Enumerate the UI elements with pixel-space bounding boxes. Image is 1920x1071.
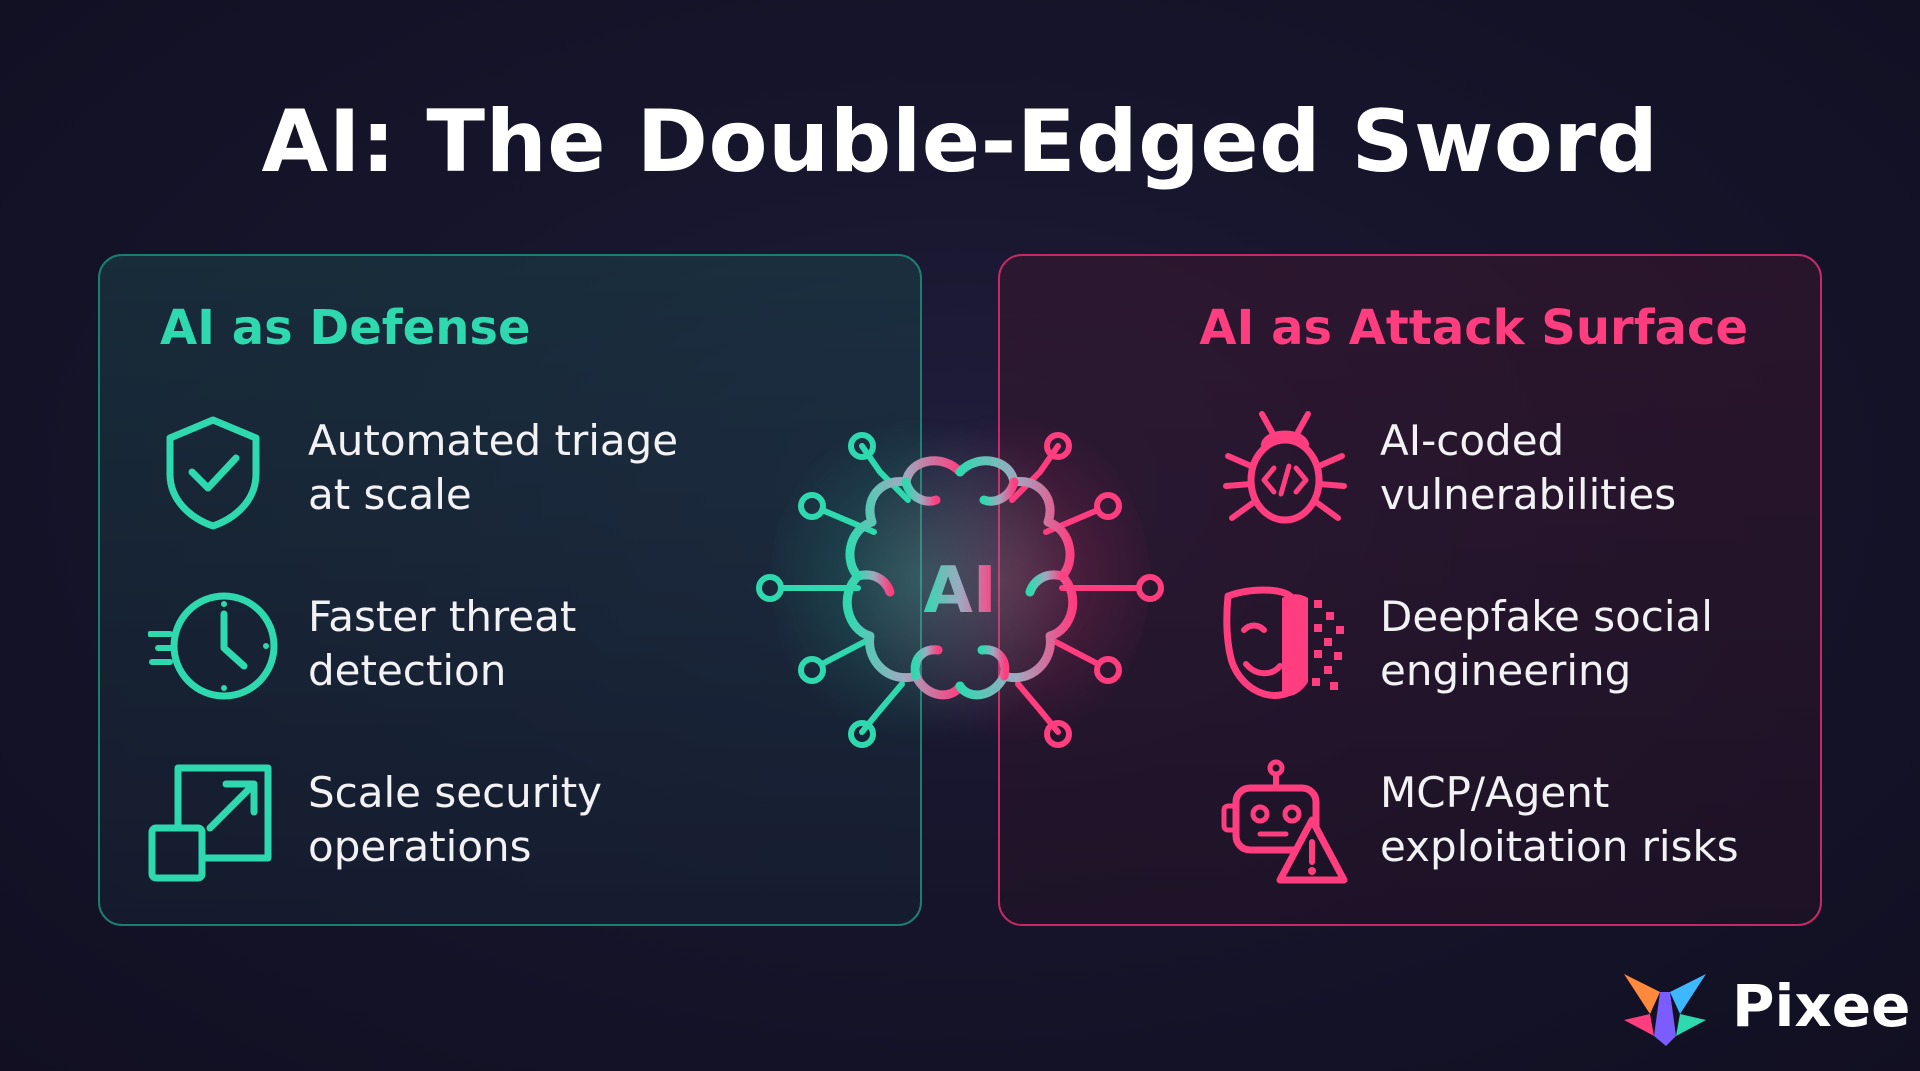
attack-item-label: AI-coded vulnerabilities bbox=[1380, 416, 1677, 519]
code-bug-icon bbox=[1223, 411, 1347, 524]
defense-item-triage: Automated triage at scale bbox=[148, 406, 848, 536]
attack-item-agent: MCP/Agent exploitation risks bbox=[1220, 758, 1800, 888]
hub-label: AI bbox=[923, 554, 996, 628]
defense-item-scale: Scale security operations bbox=[148, 758, 848, 888]
defense-item-label: Automated triage at scale bbox=[308, 416, 679, 519]
scale-up-arrow-icon bbox=[148, 764, 272, 882]
pixelated-mask-icon bbox=[1223, 586, 1344, 699]
attack-panel: AI as Attack Surface AI-coded vulnerabil… bbox=[998, 254, 1822, 926]
pixee-logo-text: Pixee bbox=[1732, 972, 1911, 1040]
attack-item-label: MCP/Agent exploitation risks bbox=[1380, 768, 1739, 871]
attack-heading: AI as Attack Surface bbox=[1199, 300, 1748, 356]
shield-check-icon bbox=[166, 416, 260, 530]
defense-item-detection: Faster threat detection bbox=[148, 582, 848, 712]
defense-heading: AI as Defense bbox=[160, 300, 531, 356]
attack-item-deepfake: Deepfake social engineering bbox=[1220, 582, 1800, 712]
attack-item-label: Deepfake social engineering bbox=[1380, 592, 1713, 695]
robot-warning-icon bbox=[1221, 759, 1348, 884]
page-title: AI: The Double-Edged Sword bbox=[261, 92, 1659, 192]
pixee-logo-icon bbox=[1624, 974, 1706, 1046]
defense-item-label: Scale security operations bbox=[308, 768, 603, 871]
fast-clock-icon bbox=[148, 592, 278, 700]
pixee-logo[interactable]: Pixee bbox=[1620, 970, 1910, 1050]
ai-brain-circuit-icon: AI bbox=[756, 432, 1164, 748]
defense-item-label: Faster threat detection bbox=[308, 592, 577, 695]
attack-item-vulnerabilities: AI-coded vulnerabilities bbox=[1220, 406, 1800, 536]
